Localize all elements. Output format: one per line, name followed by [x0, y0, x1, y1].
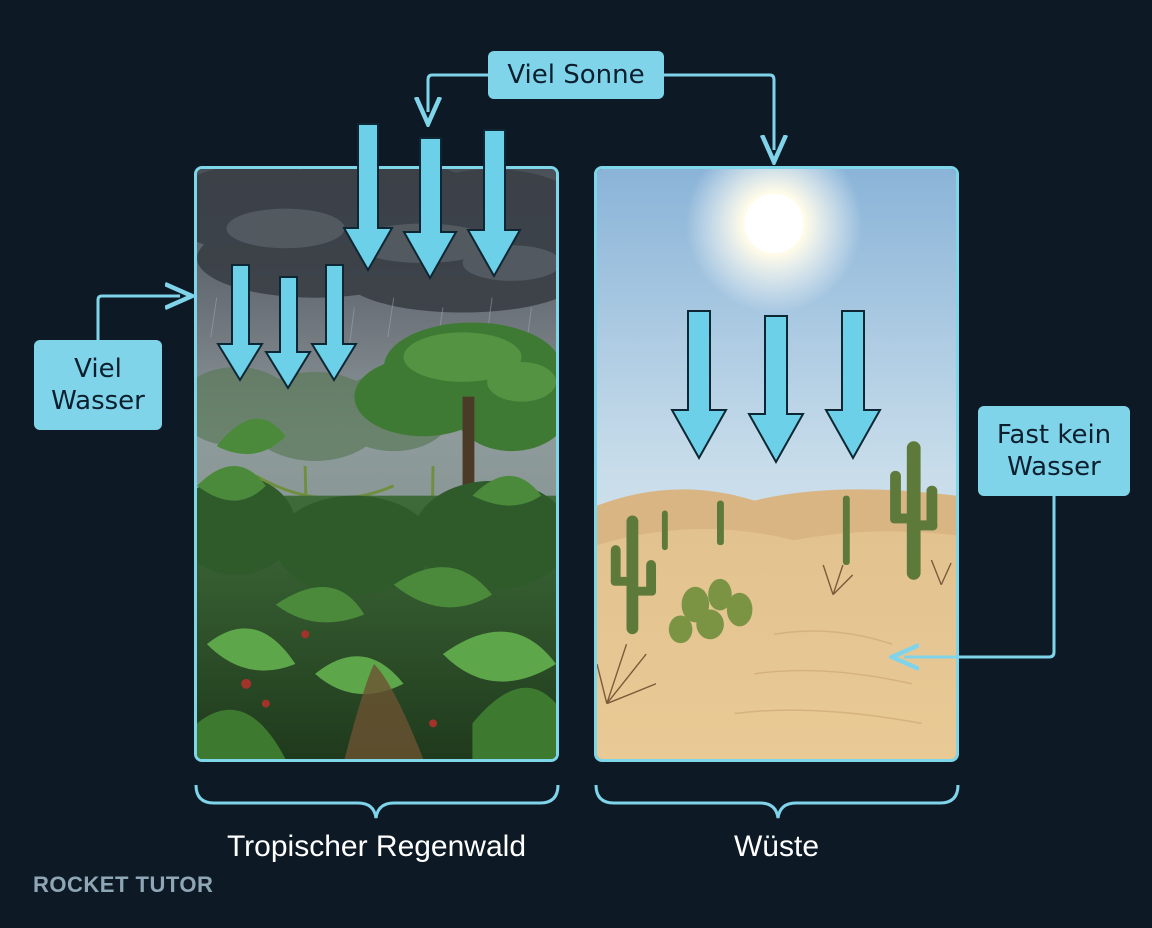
rainforest-brace — [194, 784, 560, 819]
desert-illustration — [597, 169, 956, 759]
rocket-tutor-logo: ROCKET TUTOR — [33, 872, 214, 897]
sun-connector-right — [664, 73, 774, 150]
desert-brace — [594, 784, 960, 819]
fast-kein-wasser-label: Fast kein Wasser — [978, 406, 1130, 496]
viel-wasser-label: Viel Wasser — [34, 340, 162, 430]
viel-sonne-label: Viel Sonne — [488, 51, 664, 99]
rainforest-panel — [194, 166, 559, 762]
sun-connector-left — [428, 73, 488, 112]
desert-panel — [594, 166, 959, 762]
desert-caption: Wüste — [733, 830, 820, 863]
water-connector — [96, 296, 180, 340]
rainforest-caption: Tropischer Regenwald — [226, 830, 527, 863]
rainforest-illustration — [197, 169, 556, 759]
